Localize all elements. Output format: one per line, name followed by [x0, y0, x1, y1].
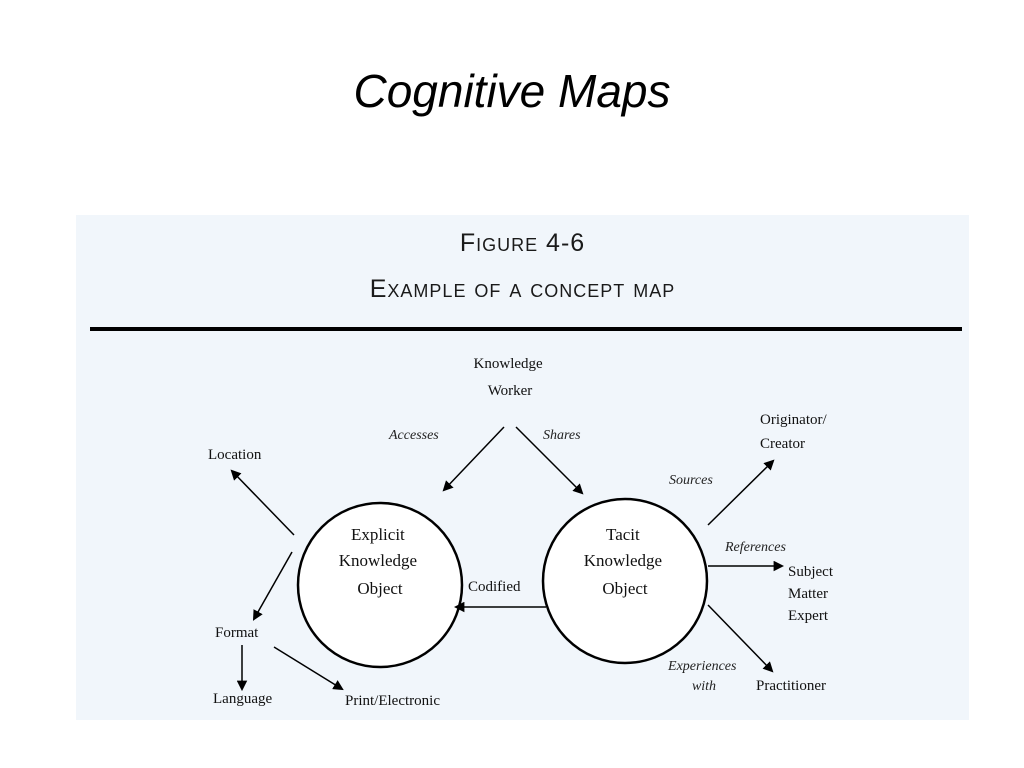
relation-accesses: Accesses — [388, 428, 439, 443]
node-practitioner: Practitioner — [756, 678, 826, 694]
node-format: Format — [215, 625, 259, 641]
node-originator-creator: Originator/ Creator — [760, 412, 830, 452]
relation-shares: Shares — [543, 428, 581, 443]
figure-panel: Figure 4-6 Example of a concept map Know… — [76, 215, 969, 720]
relation-experiences-with: Experiences with — [667, 659, 740, 694]
figure-divider — [90, 327, 962, 331]
concept-map: Knowledge Worker Explicit Knowledge Obje… — [208, 356, 837, 709]
figure-number: Figure 4-6 — [459, 229, 586, 257]
edge-location — [230, 469, 295, 536]
relation-sources: Sources — [669, 473, 713, 488]
figure-title: Example of a concept map — [369, 275, 676, 303]
node-print-electronic: Print/Electronic — [345, 693, 440, 709]
relation-references: References — [724, 540, 786, 555]
node-subject-matter-expert: Subject Matter Expert — [788, 564, 837, 624]
slide-title: Cognitive Maps — [353, 65, 671, 117]
edge-print-electronic — [273, 646, 344, 691]
node-location: Location — [208, 447, 262, 463]
node-explicit-knowledge-object: Explicit Knowledge Object — [339, 525, 422, 598]
tacit-knowledge-circle — [541, 497, 709, 665]
node-knowledge-worker: Knowledge Worker — [474, 356, 547, 399]
node-tacit-knowledge-object: Tacit Knowledge Object — [584, 525, 667, 598]
edge-accesses — [442, 426, 505, 492]
edge-shares — [515, 426, 584, 495]
edge-format — [252, 551, 293, 621]
relation-codified: Codified — [468, 579, 521, 595]
explicit-knowledge-circle — [296, 501, 464, 669]
node-language: Language — [213, 691, 272, 707]
edge-experiences-with — [707, 604, 774, 673]
edge-sources — [707, 459, 775, 526]
